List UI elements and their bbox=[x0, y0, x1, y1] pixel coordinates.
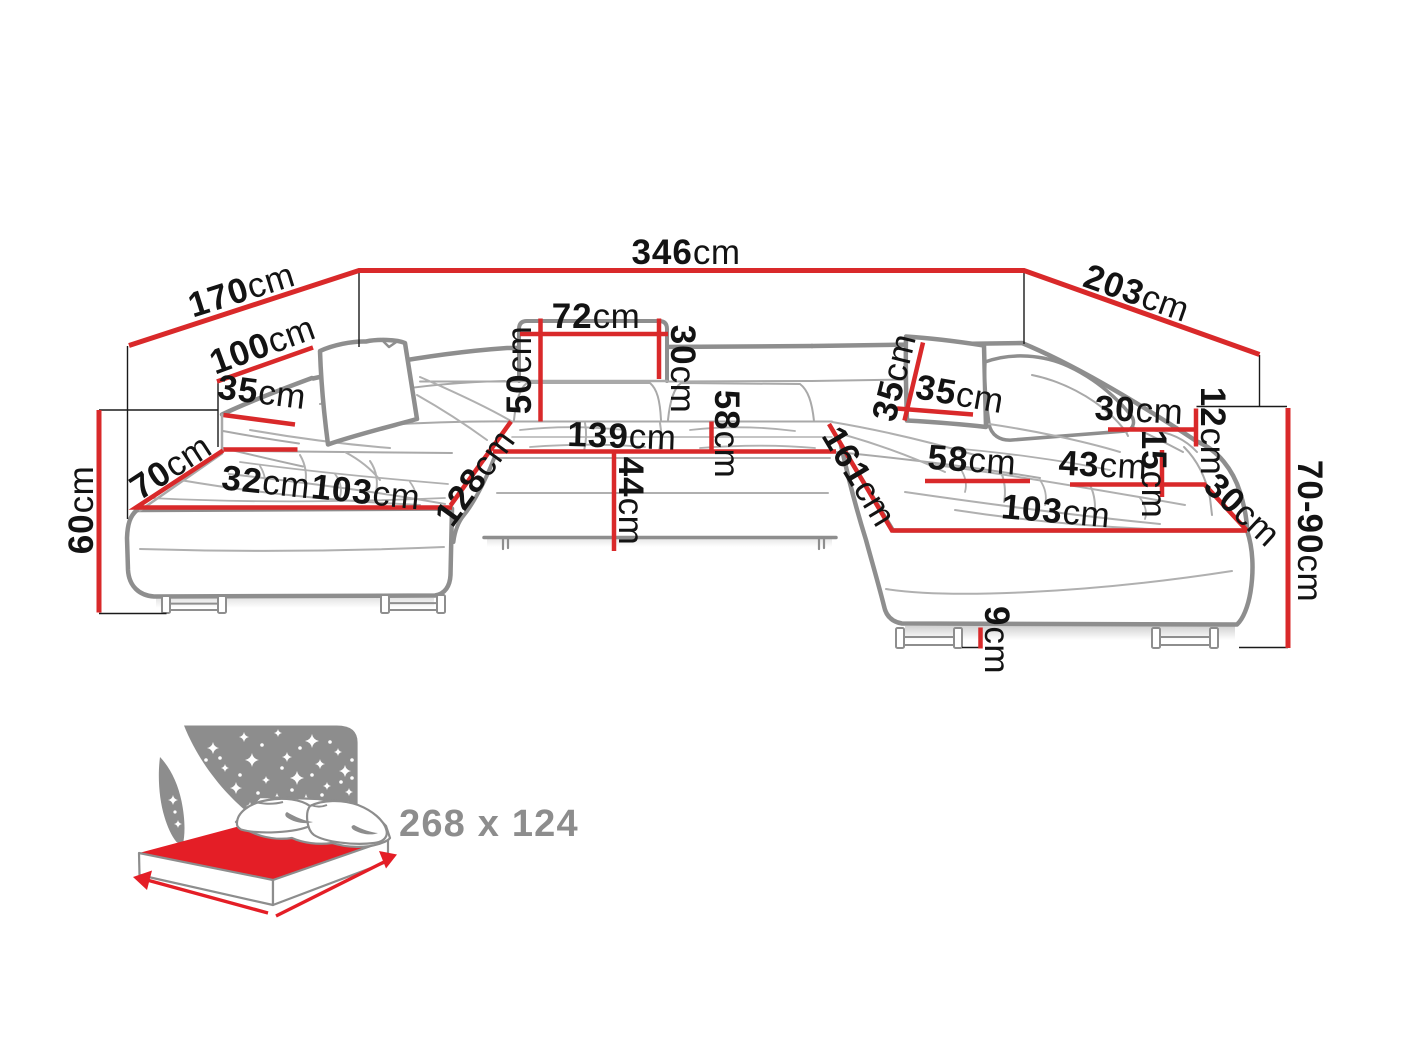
svg-text:50cm: 50cm bbox=[500, 326, 539, 415]
svg-text:32cm: 32cm bbox=[220, 458, 312, 506]
svg-text:43cm: 43cm bbox=[1058, 444, 1149, 488]
svg-text:44cm: 44cm bbox=[611, 457, 650, 546]
svg-text:35cm: 35cm bbox=[913, 367, 1007, 421]
svg-text:58cm: 58cm bbox=[707, 390, 746, 479]
svg-text:103cm: 103cm bbox=[1000, 487, 1112, 535]
svg-text:346cm: 346cm bbox=[631, 233, 740, 272]
svg-text:72cm: 72cm bbox=[552, 297, 641, 336]
svg-text:15cm: 15cm bbox=[1134, 430, 1173, 519]
svg-text:35cm: 35cm bbox=[215, 368, 308, 418]
svg-text:58cm: 58cm bbox=[926, 438, 1017, 483]
svg-text:139cm: 139cm bbox=[567, 415, 677, 458]
svg-text:30cm: 30cm bbox=[1094, 389, 1185, 433]
svg-text:9cm: 9cm bbox=[977, 606, 1016, 674]
svg-text:70-90cm: 70-90cm bbox=[1290, 460, 1329, 602]
svg-text:30cm: 30cm bbox=[663, 325, 702, 414]
svg-text:12cm: 12cm bbox=[1193, 387, 1232, 476]
svg-text:35cm: 35cm bbox=[865, 330, 924, 425]
svg-text:60cm: 60cm bbox=[62, 466, 101, 555]
svg-text:268 x 124: 268 x 124 bbox=[399, 803, 579, 845]
svg-text:103cm: 103cm bbox=[310, 467, 423, 517]
